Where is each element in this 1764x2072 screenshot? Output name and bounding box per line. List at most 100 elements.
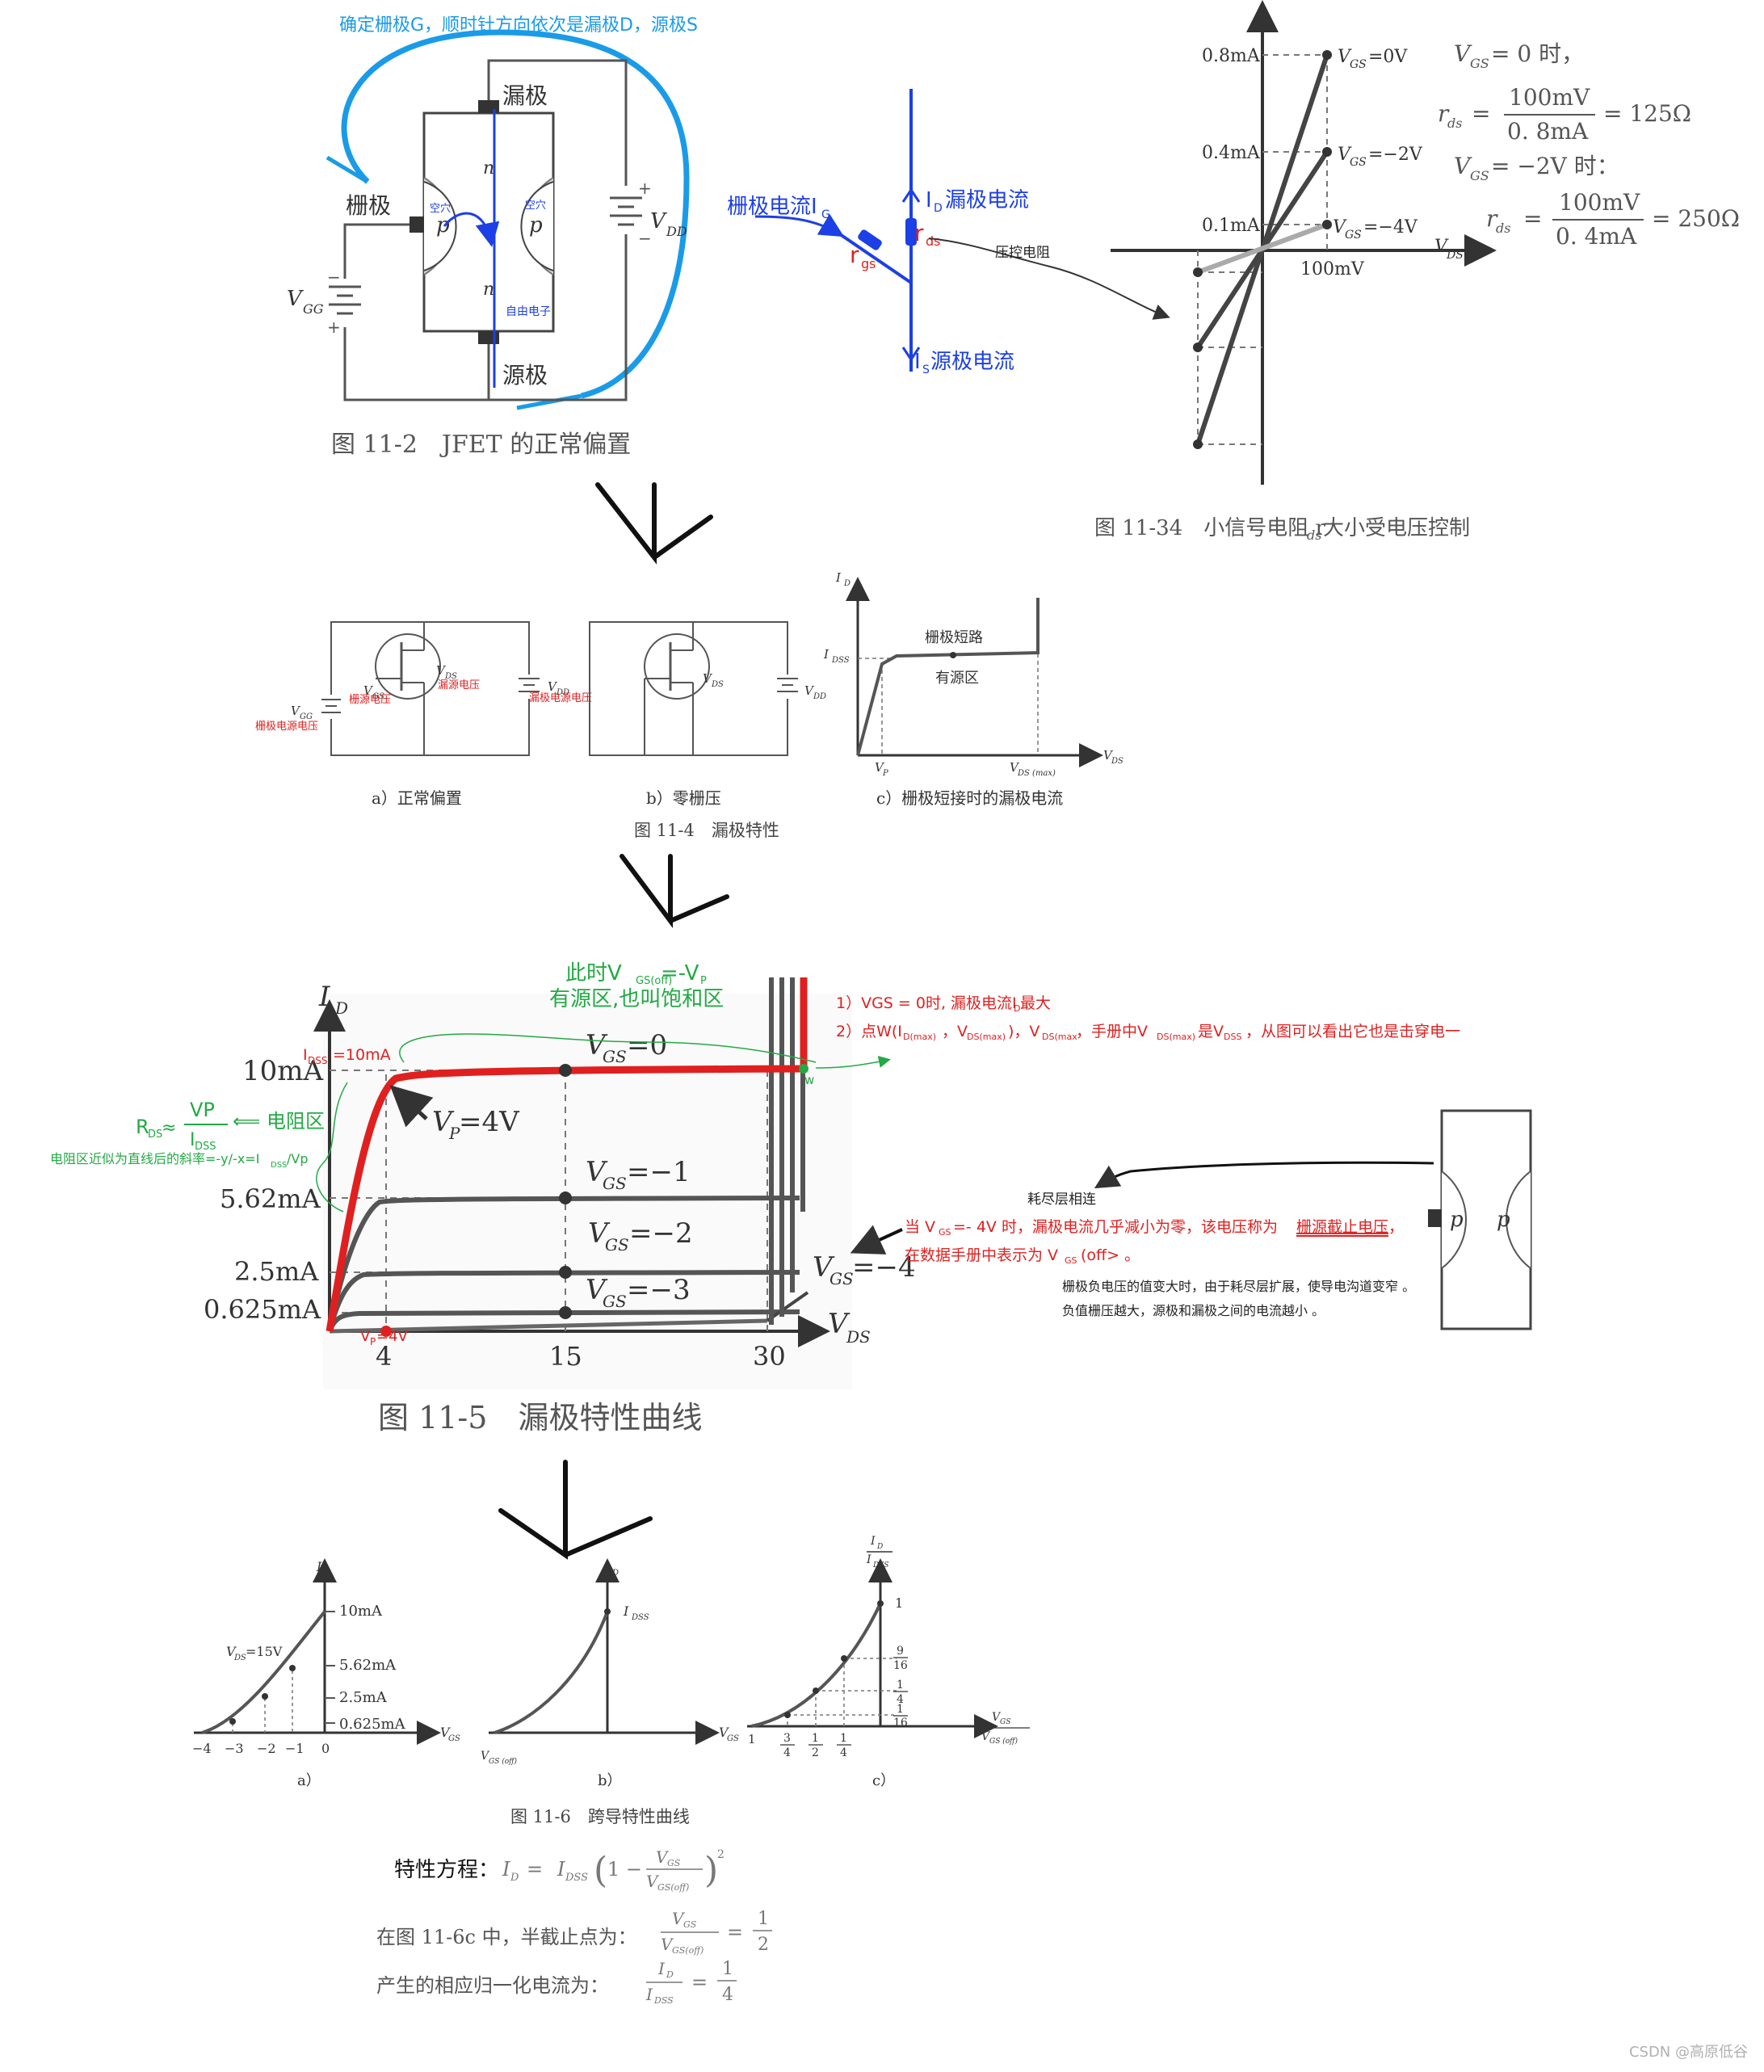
- half-den: 2: [758, 1935, 769, 1955]
- fig-11-2-caption: 图 11-2 JFET 的正常偏置: [331, 431, 631, 459]
- c-active-label: 有源区: [935, 670, 979, 687]
- a-id: I: [316, 1559, 322, 1574]
- point-15-1: [559, 1192, 572, 1204]
- fig34-point-n04: [1193, 343, 1203, 352]
- idss-red-tail: =10mA: [333, 1046, 391, 1064]
- rn2-e: )，V: [1008, 1023, 1040, 1040]
- equations: 特性方程： I D = I DSS ( 1 − V GS V GS(off) )…: [376, 1847, 772, 2006]
- gate-current-sub: G: [821, 208, 830, 221]
- fig34-vgs4-val: =−4V: [1363, 217, 1418, 237]
- w-point: [799, 1064, 808, 1074]
- svg-text:2: 2: [717, 1848, 724, 1861]
- loop-end: [516, 393, 582, 410]
- handdrawn-down-arrow-3: [498, 1460, 653, 1560]
- svg-text:GS(off): GS(off): [657, 1882, 689, 1893]
- c-vdsmax-sub: DS (max): [1017, 769, 1056, 778]
- vdd-label: V: [650, 209, 667, 233]
- eq2-eq: =: [1472, 100, 1490, 127]
- p-region-right: [520, 181, 554, 271]
- fig34-series-labels: V GS =0V V GS =−2V V GS =−4V V DS: [1333, 47, 1464, 262]
- fig11-5-y-0625: 0.625mA: [204, 1294, 321, 1325]
- vgg-return-wire: [343, 327, 489, 401]
- vp-red-v: V: [360, 1328, 371, 1345]
- vgs4-sub: GS: [830, 1269, 854, 1288]
- is-label: I: [914, 350, 921, 374]
- fig11-6-sub-a: a）: [297, 1772, 321, 1789]
- vgs4-tail: =−4: [852, 1251, 916, 1284]
- vgs1-v: V: [586, 1156, 608, 1188]
- svg-text:V: V: [661, 1935, 674, 1954]
- cutoff-note2-sub: GS: [1065, 1255, 1077, 1266]
- fig11-5-curves: [326, 977, 809, 1337]
- c-vdsmax: V: [1010, 760, 1020, 775]
- vc-resistor-label: 压控电阻: [995, 245, 1050, 261]
- a-id-sub: D: [324, 1569, 331, 1578]
- red-note-2: 2）点W(I D(max) ，V DS(max) )，V DS(max ，手册中…: [836, 1023, 1460, 1042]
- gate-current-label: 栅极电流I: [727, 195, 817, 219]
- green-vgsoff-tail: =-V: [661, 961, 699, 986]
- p-left-label: p: [436, 213, 450, 237]
- svg-text:V: V: [672, 1909, 686, 1928]
- is-label-sub: S: [922, 364, 930, 376]
- watermark: CSDN @高原低谷: [1628, 2044, 1748, 2061]
- fig11-5-vgs-labels: V GS =0 V GS =−1 V GS =−2 V GS =−3 V GS …: [586, 1029, 916, 1311]
- red-note-1-sub: D: [1014, 1003, 1020, 1014]
- quarter-den: 4: [722, 1985, 733, 2005]
- rn2-d: DS(max): [967, 1032, 1006, 1042]
- is-text: 源极电流: [930, 350, 1014, 374]
- fig-11-5: I D V DS 10mA 5.62mA 2.5mA 0.625mA 4 15 …: [50, 961, 1532, 1435]
- c-x-34-d: 4: [783, 1746, 791, 1759]
- n-upper-label: n: [483, 158, 494, 179]
- drain-label: 漏极: [502, 82, 548, 109]
- a-pt-1: [289, 1665, 296, 1671]
- curve-vgs-2: [327, 1270, 800, 1332]
- fig34-vgs2-sub: GS: [1350, 156, 1367, 169]
- rds-green-den-sub: DSS: [195, 1141, 216, 1153]
- b-vgsoff-sub: GS (off): [489, 1757, 518, 1766]
- fig11-5-x-4: 4: [376, 1341, 392, 1372]
- rds-green-sub: DS: [148, 1128, 162, 1141]
- c-ylabel-num-sub: D: [876, 1543, 883, 1551]
- rds-sub: ds: [926, 233, 941, 249]
- fig34-line-vgs-4: [1196, 222, 1329, 275]
- hole-label-left: 空穴: [430, 203, 451, 215]
- rn2-i: 是V: [1198, 1023, 1224, 1040]
- c-xlabel-den: V: [981, 1730, 991, 1743]
- eq-line-3: 产生的相应归一化电流为：: [376, 1974, 609, 1997]
- rn2-a: 2）点W(I: [836, 1023, 902, 1040]
- curve-vgs-4-arrow: [766, 1291, 809, 1322]
- vgs3-sub: GS: [603, 1292, 627, 1311]
- cutoff-note-ul: 栅源截止电压: [1296, 1218, 1388, 1236]
- svg-text:D: D: [510, 1872, 519, 1884]
- fig-11-2: 确定栅极G，顺时针方向依次是漏极D，源极S p p n n 空穴 空穴 自由电子…: [287, 15, 698, 459]
- point-15-3: [559, 1306, 572, 1319]
- vp-red-point: [380, 1326, 392, 1337]
- svg-text:=: =: [527, 1858, 543, 1881]
- c-id-sub: D: [843, 579, 850, 588]
- c-x-14-d: 4: [840, 1746, 847, 1759]
- id-arrow-icon: [901, 178, 921, 203]
- fig34-equations: V GS = 0 时， r ds = 100mV 0. 8mA = 125Ω V…: [1438, 40, 1740, 250]
- fig11-4-sub-b: b）零栅压: [646, 788, 721, 808]
- a-curve: [201, 1610, 326, 1734]
- fig34-vds-sub: DS: [1446, 249, 1464, 262]
- fig34-point-04: [1322, 147, 1332, 157]
- blue-hole-flow-arrow: [443, 212, 500, 247]
- a-label-0625: 0.625mA: [339, 1716, 406, 1733]
- c-y-916-n: 9: [897, 1645, 904, 1658]
- a-vgs: V: [440, 1725, 451, 1740]
- idss-red-sub: DSS: [308, 1055, 327, 1066]
- depletion-pointer: [1094, 1161, 1434, 1189]
- c-vds-sub: DS: [1111, 757, 1124, 766]
- vdd-sub: DD: [666, 224, 687, 239]
- green-active-bracket: [399, 1033, 817, 1063]
- fig11-5-id: I: [318, 981, 330, 1013]
- resistive-region-label: ⟸ 电阻区: [233, 1110, 325, 1133]
- fig11-5-vds: V: [828, 1308, 850, 1340]
- vgs1-sub: GS: [603, 1174, 627, 1193]
- fig34-vgs0-v: V: [1338, 47, 1352, 67]
- green-vgsoff: 此时V: [565, 961, 622, 986]
- fig-11-6: I D 10mA 5.62mA 2.5mA 0.625mA V DS =15V …: [192, 1535, 1030, 1826]
- drain-wire: [487, 59, 628, 186]
- c-xlabel-num: V: [992, 1711, 1002, 1724]
